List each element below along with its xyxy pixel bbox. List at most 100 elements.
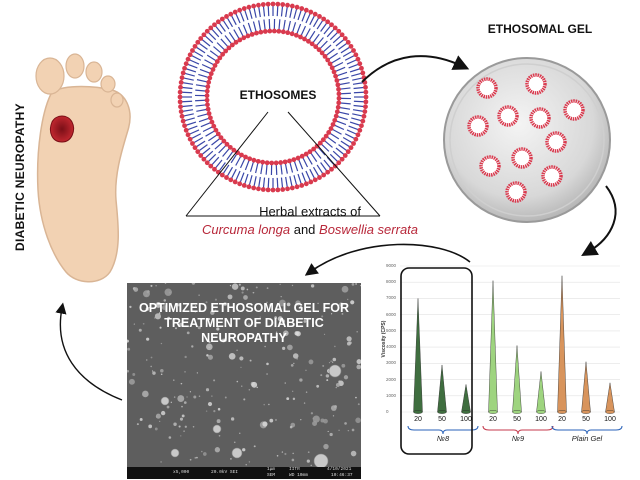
lipid-tail — [201, 39, 211, 47]
lipid-tail — [233, 29, 240, 39]
lipid-tail — [335, 66, 346, 72]
lipid-head — [312, 177, 318, 183]
cone-base — [512, 410, 522, 414]
lipid-head — [245, 33, 251, 39]
optimized-title-line1: OPTIMIZED ETHOSOMAL GEL FOR — [139, 301, 349, 315]
lipid-tail — [289, 7, 293, 18]
lipid-head — [270, 187, 276, 193]
lipid-tail — [352, 113, 363, 117]
lipid-head — [251, 3, 257, 9]
lipid-tail — [235, 13, 241, 24]
lipid-head — [190, 48, 195, 53]
sem-particle — [290, 364, 294, 367]
gel-vesicle — [545, 131, 567, 153]
sem-particle — [132, 373, 136, 376]
lipid-head — [273, 160, 279, 166]
lipid-head — [323, 133, 329, 139]
lipid-head — [260, 2, 266, 7]
sem-particle — [205, 388, 210, 392]
lipid-head — [204, 28, 210, 34]
lipid-tail — [231, 168, 237, 179]
gel-vesicle — [467, 115, 489, 137]
sem-particle — [262, 421, 268, 427]
sem-particle — [214, 298, 217, 301]
lipid-tail — [220, 38, 229, 47]
sem-particle — [341, 363, 346, 368]
gel-vesicle — [511, 147, 533, 169]
sem-particle — [216, 327, 220, 331]
ethosome-vesicle — [177, 1, 369, 193]
lipid-head — [309, 41, 315, 47]
sem-particle — [249, 359, 252, 362]
lipid-head — [204, 97, 210, 103]
lipid-tail — [208, 134, 218, 142]
lipid-head — [291, 157, 297, 163]
lipid-head — [201, 156, 207, 162]
sem-particle — [174, 327, 178, 330]
lipid-head — [299, 6, 305, 11]
sem-particle — [230, 457, 232, 460]
lipid-head — [270, 1, 276, 7]
lipid-head — [187, 136, 193, 142]
sem-particle — [280, 296, 282, 298]
lipid-tail — [239, 172, 245, 183]
lipid-head — [289, 3, 295, 9]
sem-particle — [160, 368, 164, 373]
lipid-tail — [182, 104, 193, 108]
sem-particle — [277, 316, 283, 322]
lipid-tail — [338, 43, 347, 50]
and-label: and — [290, 222, 320, 237]
lipid-head — [210, 67, 216, 72]
lipid-tail — [218, 145, 227, 154]
lipid-head — [214, 59, 220, 64]
lipid-tail — [247, 22, 253, 33]
x-tick-label: 100 — [460, 416, 472, 423]
lipid-tail — [260, 164, 263, 175]
sem-particle — [148, 306, 150, 309]
sem-particle — [181, 414, 185, 418]
lipid-head — [260, 159, 266, 165]
lipid-tail — [276, 177, 279, 188]
optimized-title-line2: TREATMENT OF DIABETIC — [164, 316, 324, 330]
sem-particle — [154, 317, 156, 319]
lipid-head — [237, 7, 243, 13]
sem-particle — [330, 405, 337, 411]
sem-particle — [211, 395, 213, 397]
sem-particle — [207, 354, 213, 360]
sem-particle — [303, 319, 307, 323]
lipid-tail — [340, 102, 351, 105]
lipid-head — [206, 79, 212, 85]
lipid-tail — [182, 100, 193, 103]
gel-vesicle — [479, 155, 501, 177]
lipid-tail — [244, 173, 249, 184]
lipid-tail — [204, 59, 214, 66]
sem-particle — [338, 429, 340, 432]
sem-particle — [355, 417, 361, 424]
lipid-tail — [349, 121, 360, 126]
sem-particle — [269, 418, 274, 423]
sem-particle — [241, 385, 243, 387]
sem-particle — [356, 330, 358, 333]
lipid-tail — [300, 25, 307, 36]
lipid-tail — [191, 133, 202, 139]
sem-particle — [186, 331, 190, 335]
lipid-head — [177, 89, 183, 95]
lipid-head — [212, 63, 218, 68]
lipid-tail — [352, 82, 363, 85]
lipid-tail — [346, 129, 357, 135]
sem-particle — [129, 305, 132, 309]
lipid-head — [254, 30, 259, 36]
sem-particle — [142, 322, 145, 325]
sem-particle — [323, 443, 329, 450]
x-tick-label: 50 — [438, 416, 446, 423]
sem-particle — [286, 302, 291, 307]
sem-particle — [317, 302, 319, 305]
lipid-head — [177, 99, 183, 105]
sem-particle — [295, 300, 301, 306]
sem-particle — [330, 360, 332, 362]
sem-particle — [166, 405, 170, 409]
petri-dish — [443, 57, 611, 223]
sem-particle — [332, 361, 334, 363]
lipid-head — [219, 172, 225, 178]
